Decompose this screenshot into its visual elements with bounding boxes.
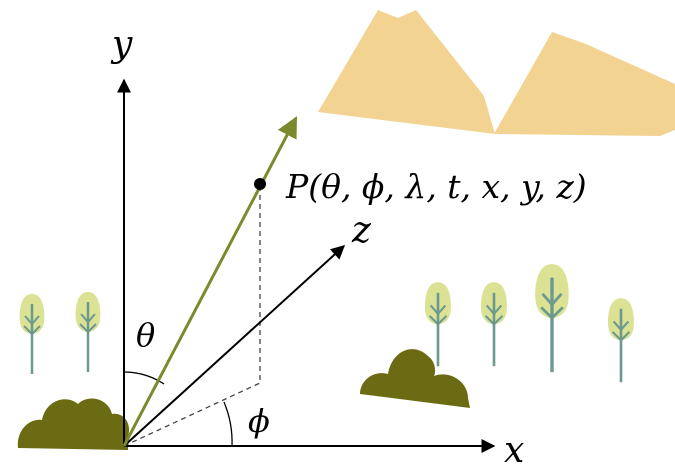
- bush-icon: [17, 398, 130, 450]
- projection-floor: [123, 382, 261, 447]
- tree-icon: [479, 280, 509, 368]
- theta-label: θ: [136, 316, 155, 354]
- point-p-marker: [254, 178, 266, 190]
- mountain-icon: [318, 10, 675, 136]
- x-axis-label: x: [504, 430, 524, 465]
- tree-icon: [533, 262, 571, 374]
- phi-label: ϕ: [248, 402, 270, 440]
- tree-icon: [606, 296, 636, 384]
- bush-icon: [360, 349, 470, 408]
- direction-vector: [122, 116, 298, 447]
- phi-arc: [223, 401, 233, 447]
- y-axis-label: y: [110, 24, 133, 65]
- z-axis-label: z: [351, 210, 372, 251]
- z-axis: [123, 245, 346, 447]
- theta-arc: [123, 371, 165, 385]
- tree-icon: [74, 290, 102, 374]
- point-label: P(θ, ϕ, λ, t, x, y, z): [285, 167, 587, 206]
- tree-icon: [18, 292, 46, 376]
- tree-icon: [423, 280, 453, 368]
